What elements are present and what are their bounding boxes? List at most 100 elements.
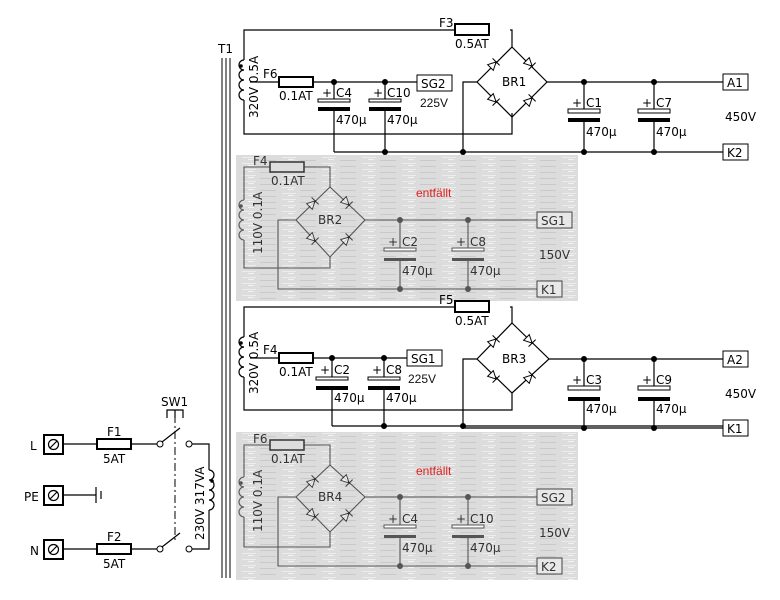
primary-label: 230V 317VA (193, 466, 207, 540)
plus-sign: + (572, 373, 582, 387)
terminal-sg1 (406, 349, 443, 367)
cap-ref: C2 (402, 235, 418, 249)
terminal-sg2 (536, 488, 573, 506)
cap-value: 470µ (402, 264, 433, 278)
terminal-label: K1 (541, 283, 557, 297)
terminal-sg1 (536, 211, 573, 229)
plus-sign: + (642, 373, 652, 387)
fuse-ref: F2 (107, 530, 122, 544)
fuse-ref: F6 (263, 67, 278, 81)
capacitor-c7 (637, 79, 671, 155)
cap-ref: C1 (586, 96, 602, 110)
fuse-ref: F4 (263, 343, 278, 357)
terminal-label: SG2 (541, 491, 566, 505)
bridge-label: BR3 (502, 352, 526, 366)
bridge-label: BR4 (318, 490, 342, 504)
cap-value: 470µ (386, 391, 417, 405)
winding-coil-icon (238, 59, 245, 101)
capacitor-c2 (315, 355, 349, 426)
cap-value: 470µ (402, 541, 433, 555)
cap-value: 470µ (470, 264, 501, 278)
winding-coil-icon (238, 199, 245, 241)
terminal-label: N (30, 544, 39, 558)
section-2: 110V 0.1A F4 0.1AT BR2 entfällt + C2 470… (238, 154, 573, 298)
terminal-label: A2 (727, 353, 743, 367)
fuse-value: 0.1AT (271, 174, 305, 188)
cap-value: 470µ (586, 402, 617, 416)
section-1: 320V 0.5A F3 0.5AT F6 0.1AT + C4 470µ + … (238, 16, 757, 161)
terminal-k1 (722, 419, 749, 437)
terminal-label: SG1 (541, 214, 566, 228)
plus-sign: + (373, 86, 383, 100)
fuse-ref: F5 (439, 293, 454, 307)
struck-section-4 (236, 432, 578, 580)
cap-value: 470µ (334, 391, 365, 405)
fuse-f4 (278, 352, 314, 364)
fuse-ref: F6 (253, 432, 268, 446)
fuse-value: 0.1AT (271, 452, 305, 466)
bridge-rectifier-br3 (476, 322, 550, 394)
cap-ref: C4 (402, 512, 418, 526)
bridge-rectifier-br2 (295, 186, 366, 258)
cap-value: 470µ (586, 125, 617, 139)
plus-sign: + (372, 363, 382, 377)
fuse-ref: F4 (253, 154, 268, 168)
capacitor-c3 (567, 356, 601, 431)
cap-value: 470µ (656, 402, 687, 416)
capacitor-c10 (451, 494, 485, 569)
transformer-label: T1 (217, 42, 233, 56)
cap-value: 470µ (656, 125, 687, 139)
cap-ref: C4 (336, 86, 352, 100)
winding-label: 320V 0.5A (247, 331, 261, 394)
terminal-sg2 (416, 74, 453, 92)
terminal-pe (43, 485, 64, 506)
plus-sign: + (642, 96, 652, 110)
plus-sign: + (388, 512, 398, 526)
fuse-f3 (454, 23, 490, 36)
fuse-value: 0.5AT (455, 37, 489, 51)
fuse-ref: F3 (439, 16, 454, 30)
struck-section-2 (236, 155, 578, 301)
note-entfaellt: entfällt (416, 464, 452, 478)
capacitor-c4 (383, 494, 417, 569)
primary-coil-icon (208, 469, 215, 511)
cap-ref: C3 (586, 373, 602, 387)
plus-sign: + (320, 363, 330, 377)
terminal-label: SG1 (411, 352, 436, 366)
terminal-k2 (536, 557, 563, 575)
winding-label: 320V 0.5A (247, 55, 261, 118)
capacitor-c1 (567, 79, 601, 155)
fuse-value: 5AT (103, 452, 126, 466)
note-entfaellt: entfällt (416, 186, 452, 200)
cap-ref: C10 (470, 512, 494, 526)
switch-sw1 (156, 409, 193, 553)
transformer-core (221, 58, 231, 578)
capacitor-c8 (451, 217, 485, 292)
fuse-f6 (269, 439, 305, 451)
voltage-label: 225V (408, 372, 436, 386)
capacitor-c8 (367, 355, 401, 426)
cap-ref: C7 (656, 96, 672, 110)
fuse-f1 (96, 438, 132, 450)
voltage-label: 450V (725, 110, 757, 124)
capacitor-c4 (317, 79, 351, 152)
fuse-f5 (454, 300, 490, 313)
terminal-l (43, 434, 64, 455)
capacitor-c9 (637, 356, 671, 431)
voltage-label: 225V (420, 96, 448, 110)
fuse-value: 5AT (103, 557, 126, 571)
plus-sign: + (456, 512, 466, 526)
fuse-f6 (278, 76, 314, 88)
winding-label: 110V 0.1A (251, 191, 265, 254)
voltage-label: 150V (539, 526, 571, 540)
mains-input: L PE N F1 5AT F2 5AT (24, 395, 215, 571)
terminal-label: A1 (727, 76, 743, 90)
cap-ref: C8 (470, 235, 486, 249)
cap-value: 470µ (387, 113, 418, 127)
fuse-f4 (269, 161, 305, 173)
winding-label: 110V 0.1A (251, 469, 265, 532)
plus-sign: + (322, 86, 332, 100)
fuse-value: 0.5AT (455, 314, 489, 328)
bridge-label: BR2 (318, 213, 342, 227)
fuse-value: 0.1AT (279, 89, 313, 103)
